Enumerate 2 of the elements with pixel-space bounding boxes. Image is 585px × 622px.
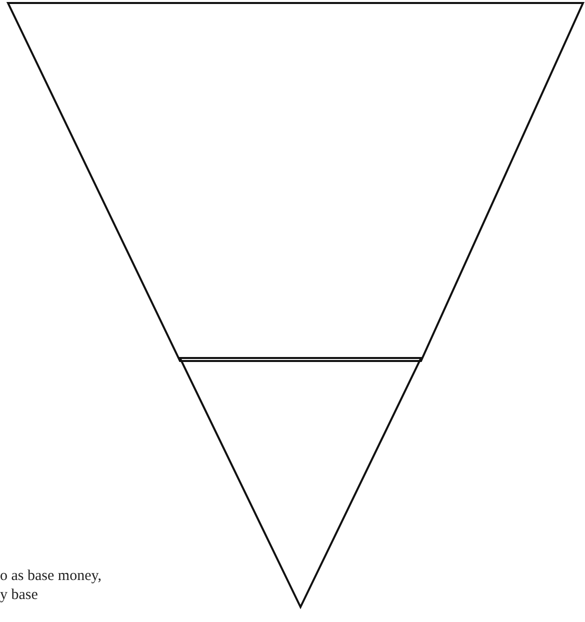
text-fragment: o as base money,: [0, 567, 102, 585]
text-fragment: y base: [0, 586, 38, 604]
